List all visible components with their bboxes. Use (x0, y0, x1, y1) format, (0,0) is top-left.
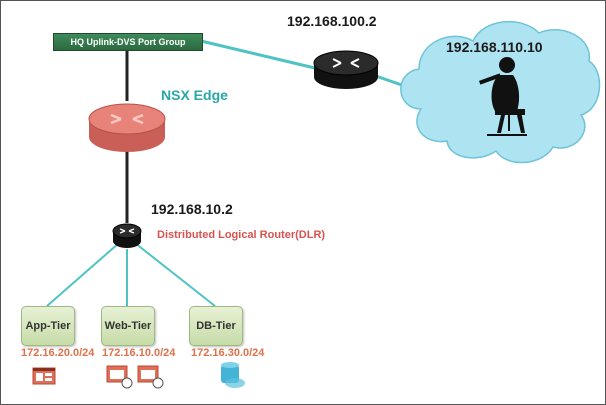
external-router-icon (313, 50, 379, 89)
uplink-to-router-line (200, 39, 320, 71)
web-tier-box: Web-Tier (101, 306, 155, 346)
nsx-edge-router-icon (88, 103, 166, 152)
dlr-label: Distributed Logical Router(DLR) (157, 229, 326, 241)
nsx-edge-label: NSX Edge (161, 87, 228, 103)
db-tier-box: DB-Tier (189, 306, 243, 346)
cloud-ip: 192.168.110.10 (446, 39, 543, 55)
app-server-icon (32, 367, 56, 385)
dlr-to-db-line (134, 242, 216, 307)
uplink-port-group: HQ Uplink-DVS Port Group (53, 33, 203, 51)
dlr-router-icon (112, 223, 142, 248)
db-tier-subnet: 172.16.30.0/24 (191, 347, 265, 359)
app-tier-subnet: 172.16.20.0/24 (21, 347, 95, 359)
dlr-to-app-line (46, 242, 120, 307)
external-router-ip: 192.168.100.2 (287, 13, 377, 29)
web-server-icon (106, 365, 164, 389)
sql-database-icon (221, 362, 245, 388)
web-tier-subnet: 172.16.10.0/24 (102, 347, 176, 359)
dlr-ip: 192.168.10.2 (151, 201, 233, 217)
app-tier-box: App-Tier (21, 306, 75, 346)
remote-user-icon (478, 57, 527, 136)
